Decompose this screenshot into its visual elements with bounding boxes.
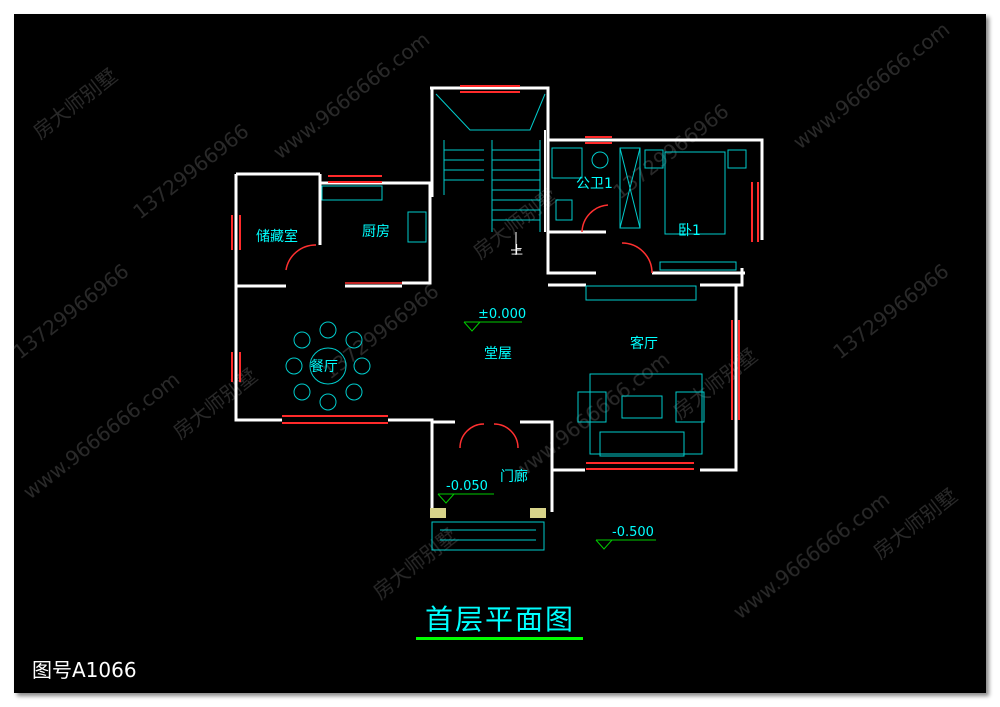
entrance-steps bbox=[431, 521, 545, 551]
doors bbox=[285, 204, 653, 449]
level-triangles bbox=[437, 321, 656, 550]
title-underline bbox=[416, 637, 583, 640]
double-bed bbox=[664, 151, 726, 235]
armchair-left bbox=[577, 391, 607, 423]
room-living: 客厅 bbox=[630, 335, 658, 352]
watermark-brand: 房大师别墅 bbox=[168, 363, 262, 443]
living-rug bbox=[589, 373, 703, 455]
drawing-number: 图号A1066 bbox=[32, 658, 137, 682]
toilet-fixture bbox=[591, 151, 609, 169]
room-kitchen: 厨房 bbox=[362, 224, 390, 240]
room-bedroom: 卧1 bbox=[678, 223, 701, 239]
tv-cabinet bbox=[585, 285, 697, 301]
kitchen-stove bbox=[407, 211, 427, 243]
room-storage: 储藏室 bbox=[256, 228, 298, 245]
armchair-right bbox=[675, 391, 705, 423]
sofa bbox=[599, 431, 685, 457]
level-porch: -0.050 bbox=[446, 479, 488, 494]
bedroom-tv-cabinet bbox=[659, 261, 737, 271]
room-toilet: 公卫1 bbox=[576, 176, 613, 192]
stair-up-label: 上 bbox=[511, 243, 523, 257]
watermark-brand: 房大师别墅 bbox=[368, 523, 462, 603]
watermark-brand: 房大师别墅 bbox=[28, 63, 122, 143]
walls bbox=[234, 86, 764, 512]
porch-column-right bbox=[530, 508, 546, 518]
room-dining: 餐厅 bbox=[310, 359, 338, 375]
watermark-phone: 13729966966 bbox=[8, 259, 133, 364]
coffee-table bbox=[621, 395, 663, 419]
room-labels: 储藏室 厨房 公卫1 卧1 餐厅 堂屋 客厅 门廊 bbox=[256, 176, 701, 485]
kitchen-counter bbox=[321, 185, 383, 201]
level-floor: ±0.000 bbox=[478, 307, 526, 322]
fixtures bbox=[285, 147, 747, 551]
shower bbox=[551, 147, 583, 179]
nightstand-right bbox=[727, 149, 747, 169]
porch-column-left bbox=[430, 508, 446, 518]
watermark-site: www.9666666.com bbox=[268, 27, 434, 164]
room-porch: 门廊 bbox=[500, 468, 528, 485]
level-outside: -0.500 bbox=[612, 525, 654, 540]
watermark-site: www.9666666.com bbox=[788, 17, 954, 154]
watermark-site: www.9666666.com bbox=[18, 367, 184, 504]
staircase bbox=[435, 93, 546, 255]
watermark-phone: 13729966966 bbox=[608, 99, 733, 204]
wardrobe bbox=[619, 147, 641, 229]
round-dining-table bbox=[309, 347, 347, 385]
level-marks: ±0.000 -0.050 -0.500 bbox=[446, 307, 654, 540]
watermark-brand: 房大师别墅 bbox=[668, 343, 762, 423]
room-hall: 堂屋 bbox=[484, 346, 512, 362]
windows bbox=[231, 85, 759, 470]
drawing-frame bbox=[14, 14, 986, 693]
drawing-title: 首层平面图 bbox=[424, 603, 575, 636]
washbasin bbox=[555, 199, 573, 221]
nightstand-left bbox=[644, 149, 664, 169]
watermark-phone: 13729966966 bbox=[828, 259, 953, 364]
